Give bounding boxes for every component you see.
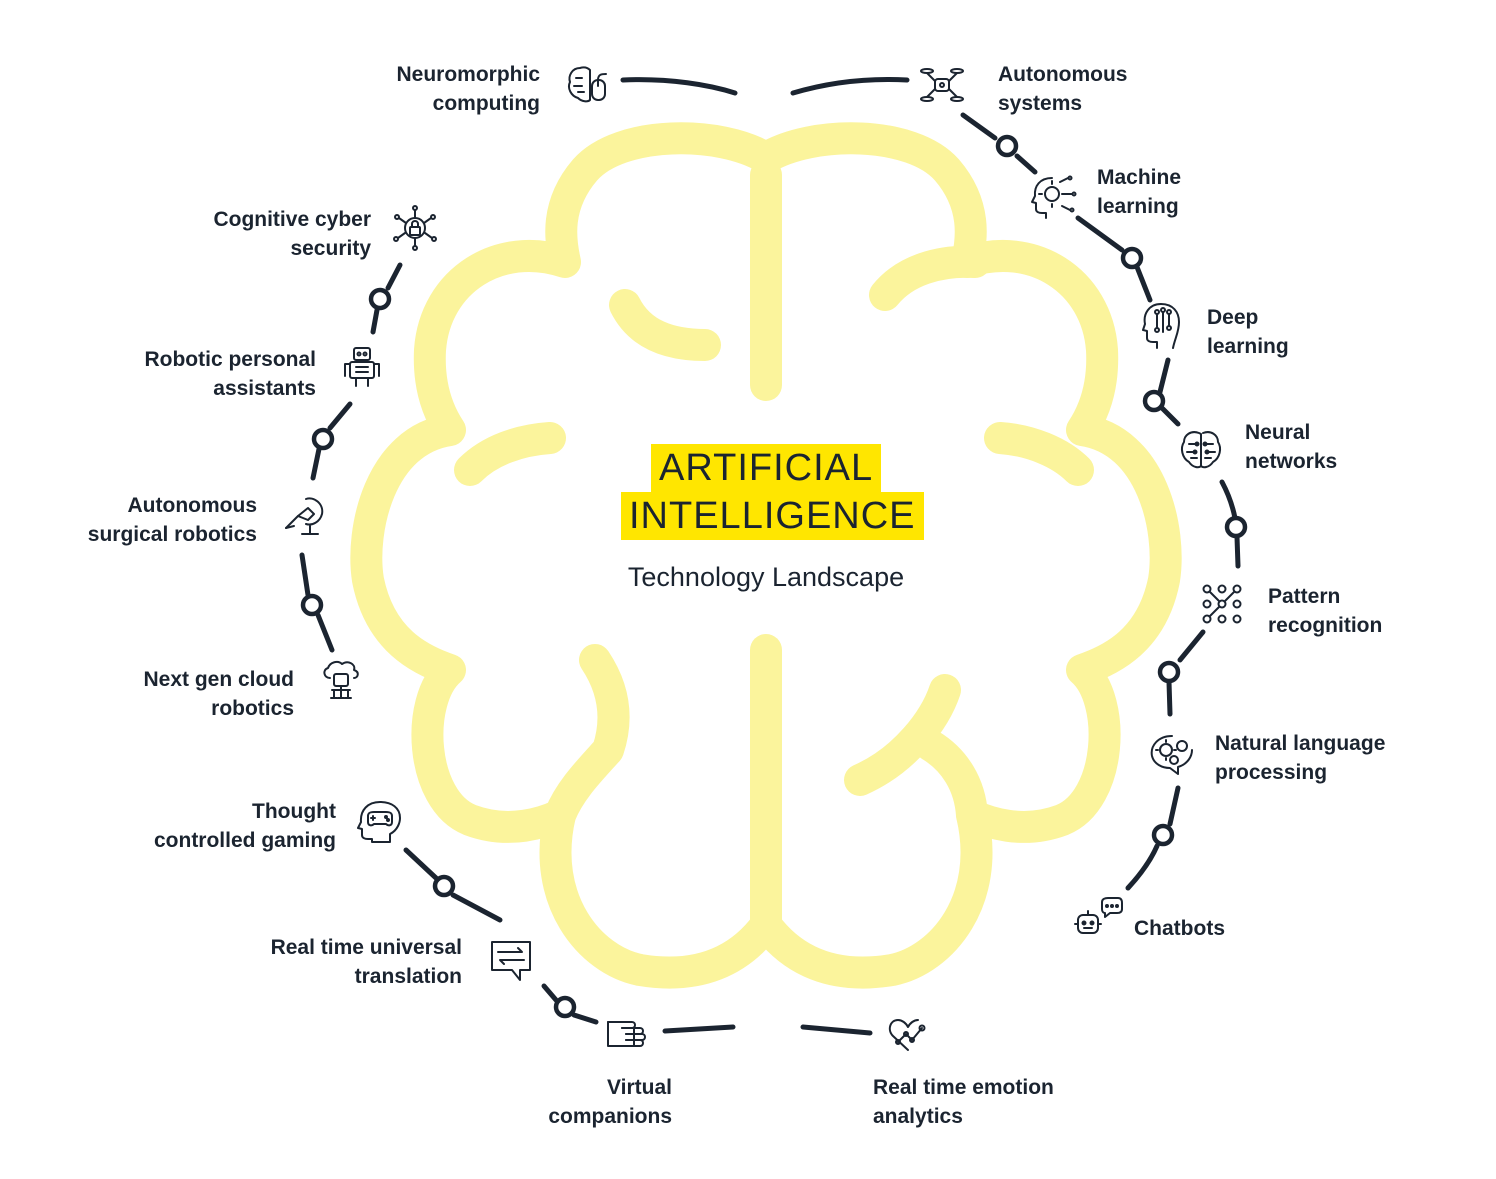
label-natural-language-processing: Natural language processing xyxy=(1215,732,1386,784)
brain-mouse-icon xyxy=(568,66,607,103)
label-machine-learning: Machine learning xyxy=(1097,166,1182,218)
label-neural-networks: Neural networks xyxy=(1245,421,1338,473)
cloud-robot-icon xyxy=(323,660,359,699)
brain-outline xyxy=(350,122,1182,989)
drone-icon xyxy=(920,68,964,102)
label-pattern-recognition: Pattern recognition xyxy=(1268,585,1383,637)
label-autonomous-systems: Autonomous systems xyxy=(998,63,1128,115)
circuit-brain-icon xyxy=(1180,431,1222,469)
security-lock-network-icon xyxy=(393,205,437,251)
translation-chat-icon xyxy=(491,941,531,981)
subtitle: Technology Landscape xyxy=(627,562,905,592)
dot-grid-pattern-icon xyxy=(1202,584,1242,624)
label-chatbots: Chatbots xyxy=(1134,917,1225,940)
label-deep-learning: Deep learning xyxy=(1207,306,1289,358)
title-line-1: ARTIFICIAL xyxy=(651,444,882,492)
title-line-2-wrap: INTELLIGENCE xyxy=(621,492,924,540)
label-real-time-universal-translation: Real time universal translation xyxy=(270,936,462,988)
label-thought-controlled-gaming: Thought controlled gaming xyxy=(153,800,336,852)
label-virtual-companions: Virtual companions xyxy=(548,1076,672,1128)
gamepad-head-icon xyxy=(357,801,401,843)
label-robotic-personal-assistants: Robotic personal assistants xyxy=(144,348,316,400)
title-line-1-wrap: ARTIFICIAL xyxy=(651,444,882,492)
circuit-head-icon xyxy=(1142,303,1180,349)
label-cognitive-cyber-security: Cognitive cyber security xyxy=(213,208,371,260)
label-autonomous-surgical-robotics: Autonomous surgical robotics xyxy=(87,494,257,546)
heart-graph-icon xyxy=(888,1019,926,1051)
robot-icon xyxy=(344,347,380,387)
label-neuromorphic-computing: Neuromorphic computing xyxy=(396,63,540,115)
gear-head-icon xyxy=(1031,175,1077,219)
speech-gears-icon xyxy=(1150,735,1193,775)
label-real-time-emotion-analytics: Real time emotion analytics xyxy=(873,1076,1054,1128)
label-next-gen-cloud-robotics: Next gen cloud robotics xyxy=(143,668,294,720)
surgical-arm-icon xyxy=(285,497,324,535)
timeline-nodes xyxy=(300,134,1248,1019)
timeline-connectors xyxy=(299,77,1241,1036)
robot-chat-icon xyxy=(1074,897,1123,934)
robotic-hand-icon xyxy=(607,1021,646,1047)
title-line-2: INTELLIGENCE xyxy=(621,492,924,540)
